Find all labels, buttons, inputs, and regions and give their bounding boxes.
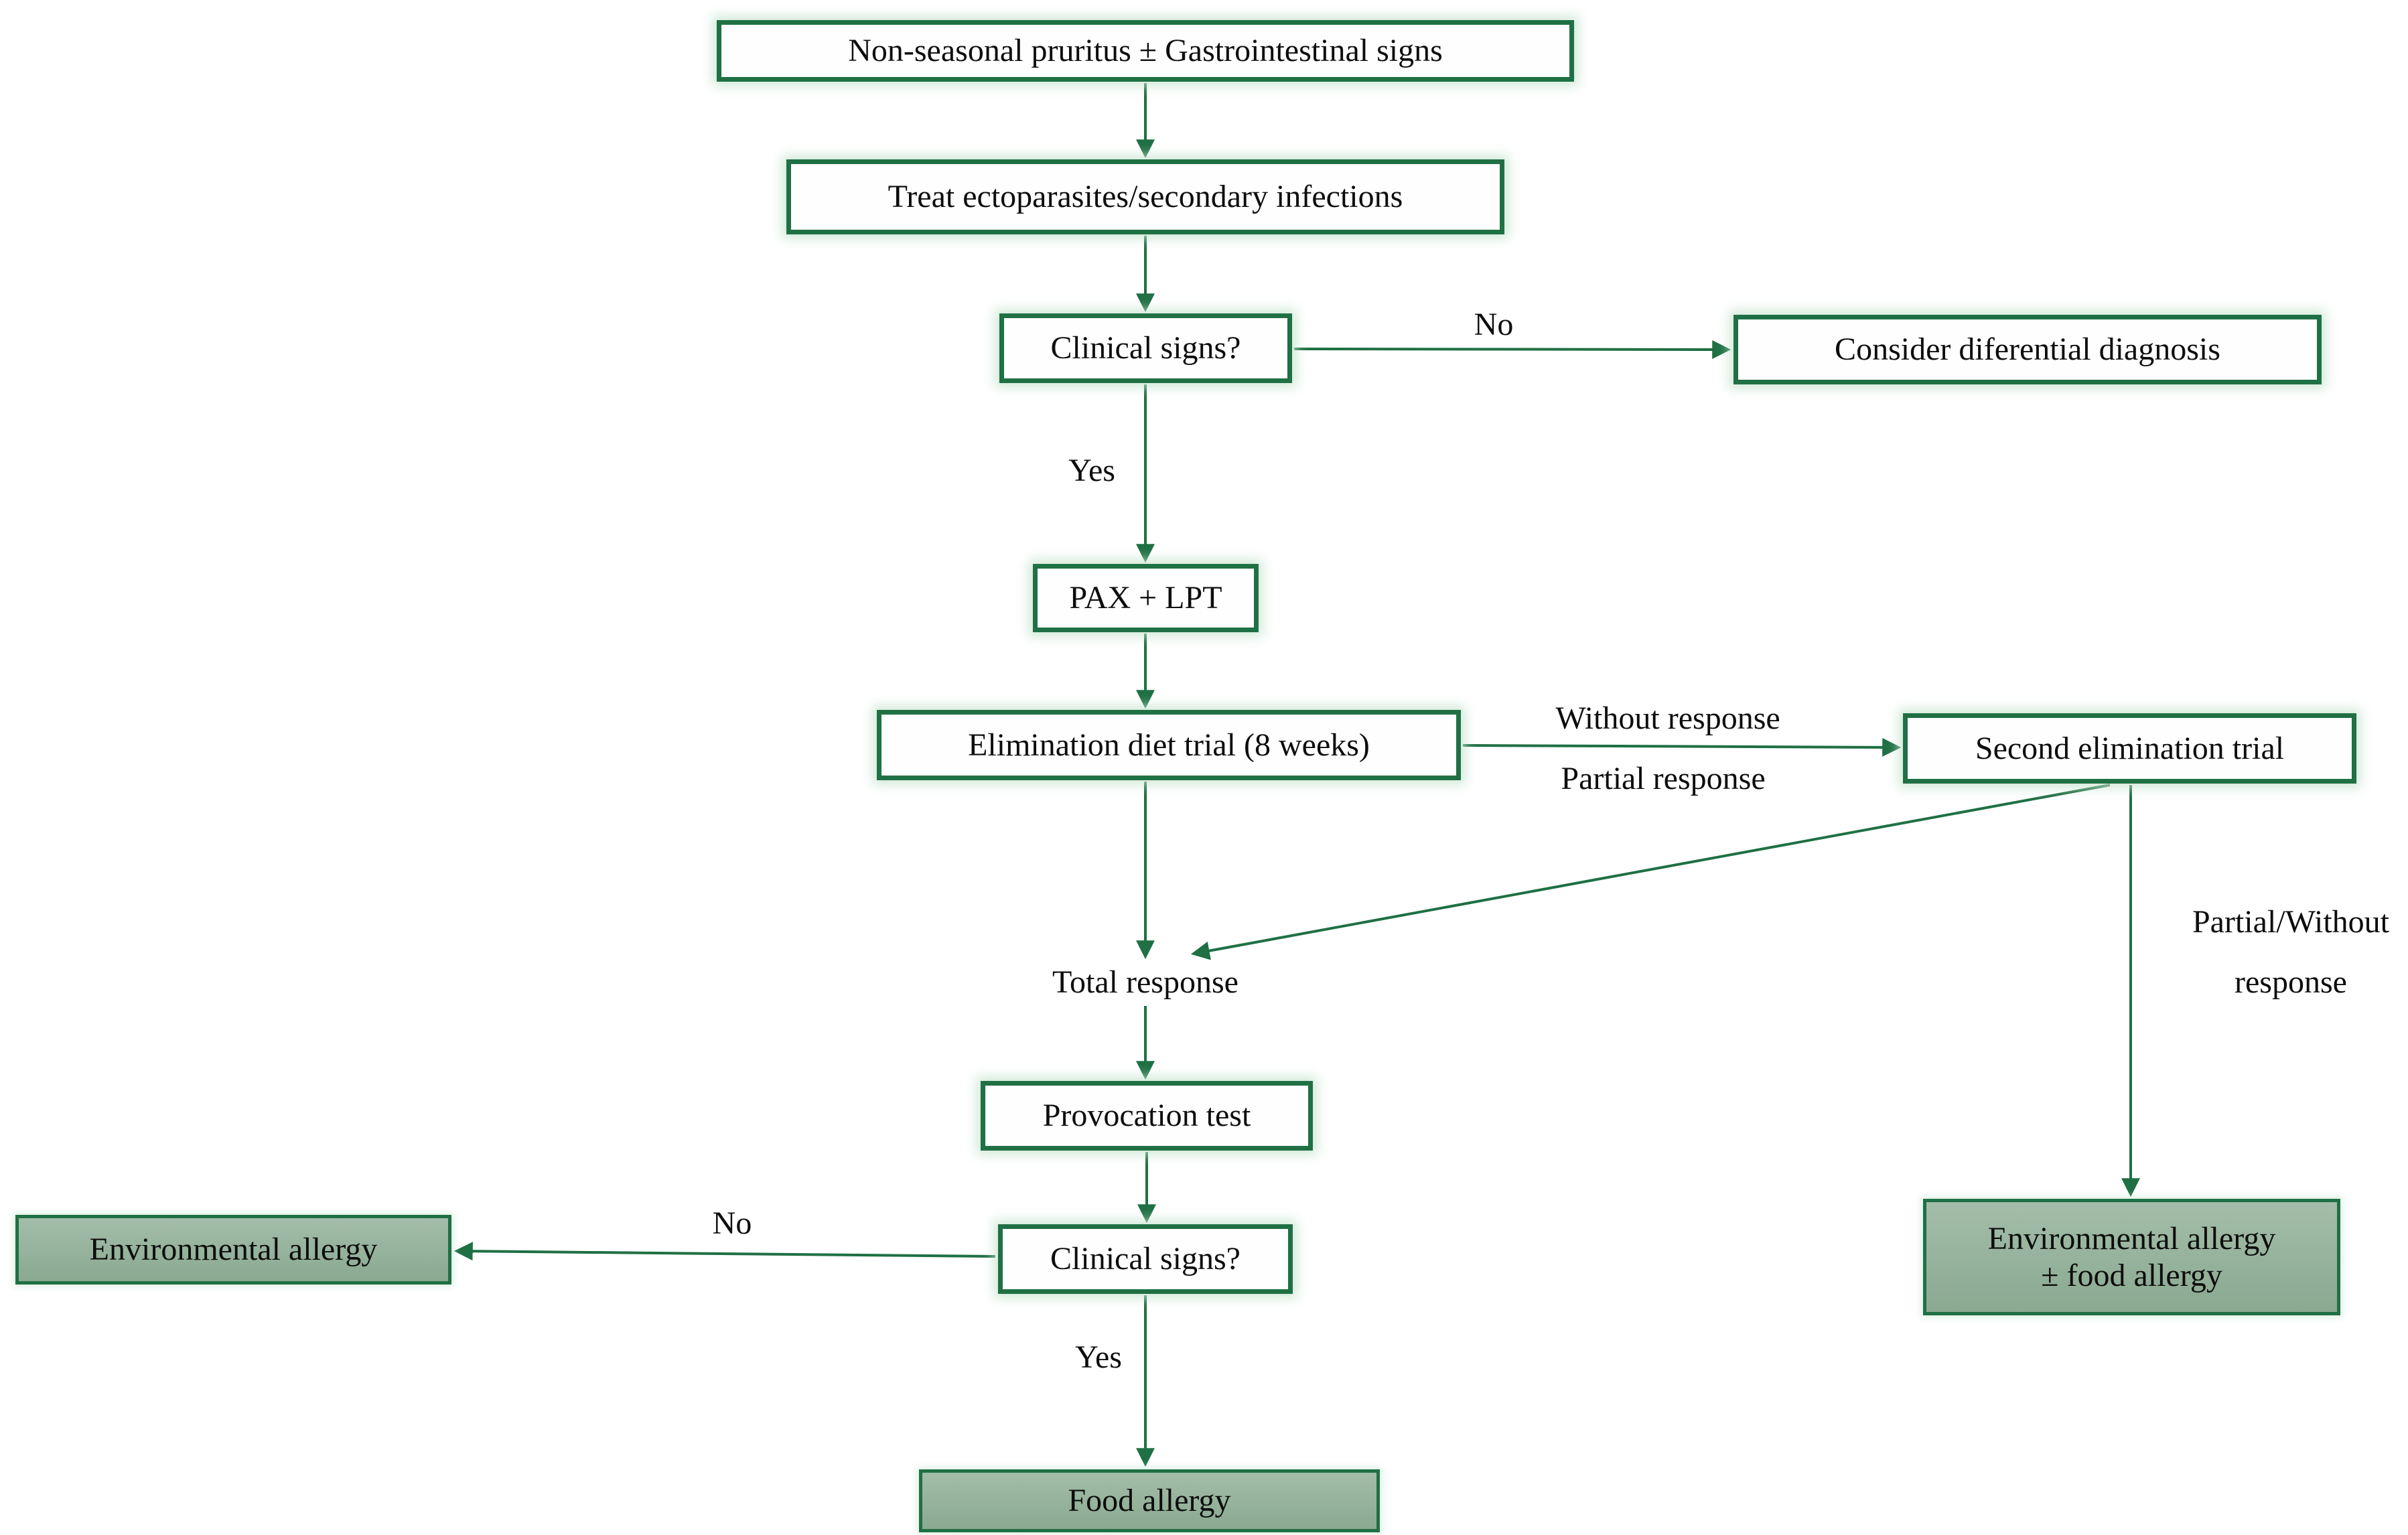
node-food-allergy-label: Food allergy (1068, 1483, 1231, 1519)
node-clinical-signs-1: Clinical signs? (999, 313, 1292, 383)
arrow-clinical2-to-environmental (453, 1242, 996, 1261)
arrow-second-to-total-response (1190, 784, 2111, 960)
edge-label-no-top: No (1474, 307, 1514, 342)
node-differential-label: Consider diferential diagnosis (1835, 332, 2220, 368)
node-food-allergy: Food allergy (919, 1469, 1380, 1532)
node-elimination-diet-label: Elimination diet trial (8 weeks) (968, 727, 1370, 763)
node-start-label: Non-seasonal pruritus ± Gastrointestinal… (848, 33, 1443, 69)
node-total-response-label: Total response (1052, 964, 1238, 1001)
node-environmental-allergy: Environmental allergy (15, 1215, 451, 1285)
node-second-elimination-label: Second elimination trial (1975, 730, 2285, 766)
node-clinical-signs-1-label: Clinical signs? (1050, 330, 1241, 366)
node-provocation-test-label: Provocation test (1042, 1098, 1251, 1134)
node-pax-lpt: PAX + LPT (1033, 564, 1259, 632)
node-treat-ectoparasites: Treat ectoparasites/secondary infections (786, 159, 1504, 234)
edge-label-partial-response: Partial response (1561, 761, 1766, 796)
node-second-elimination: Second elimination trial (1903, 713, 2356, 784)
node-start: Non-seasonal pruritus ± Gastrointestinal… (717, 20, 1574, 82)
node-treat-label: Treat ectoparasites/secondary infections (888, 179, 1403, 215)
edge-label-partial-without-response: Partial/Without response (2192, 904, 2390, 1000)
node-environmental-food-allergy-label: Environmental allergy ± food allergy (1987, 1220, 2276, 1293)
node-environmental-allergy-label: Environmental allergy (89, 1232, 378, 1268)
edge-label-yes-bottom: Yes (1075, 1339, 1122, 1375)
arrow-elimination-to-second (1462, 737, 1902, 757)
node-differential-diagnosis: Consider diferential diagnosis (1733, 315, 2322, 384)
node-clinical-signs-2: Clinical signs? (998, 1224, 1293, 1294)
node-provocation-test: Provocation test (981, 1081, 1313, 1151)
node-pax-lpt-label: PAX + LPT (1069, 580, 1222, 616)
node-environmental-food-allergy: Environmental allergy ± food allergy (1923, 1199, 2340, 1315)
edge-label-yes-top: Yes (1068, 453, 1115, 488)
arrow-clinical1-to-differential (1293, 340, 1731, 359)
node-total-response: Total response (978, 959, 1313, 1006)
edge-label-no-bottom: No (712, 1205, 752, 1241)
node-elimination-diet: Elimination diet trial (8 weeks) (877, 710, 1461, 780)
edge-label-without-response: Without response (1555, 701, 1780, 736)
node-clinical-signs-2-label: Clinical signs? (1050, 1241, 1241, 1277)
